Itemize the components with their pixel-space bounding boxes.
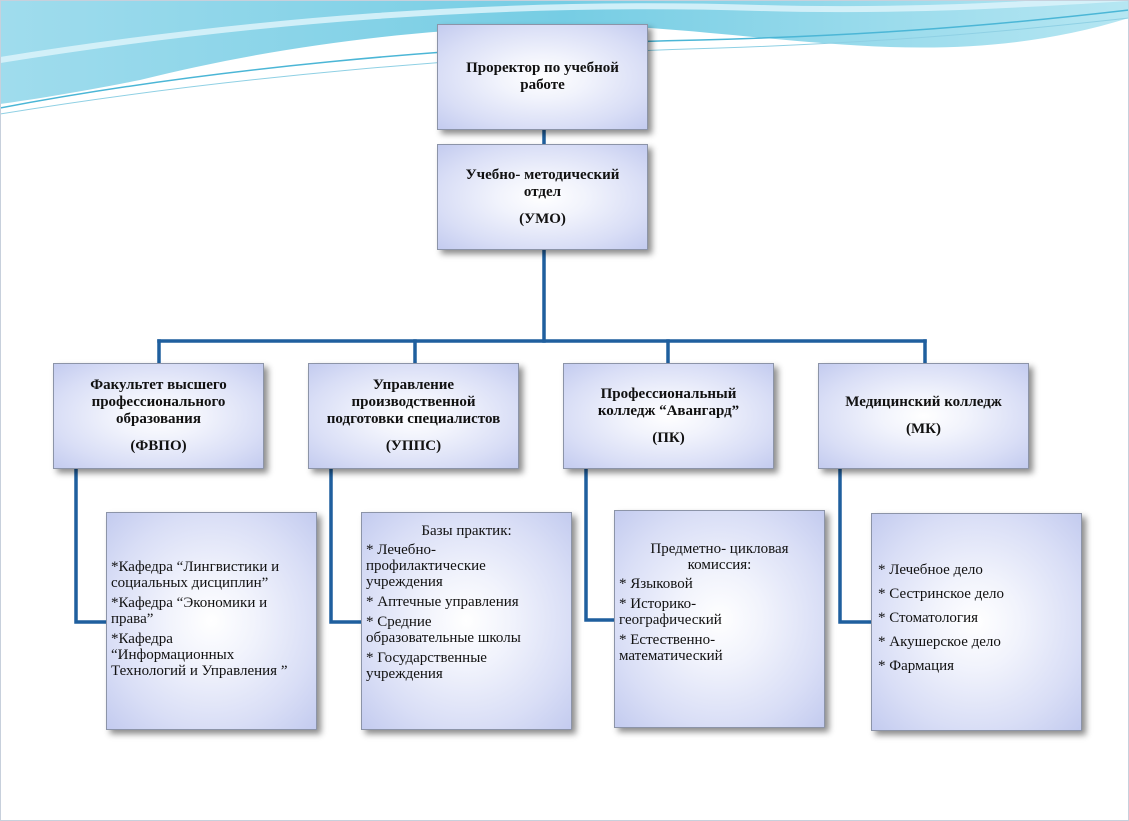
detail-item: * Государственные учреждения: [366, 650, 487, 682]
umo-box: Учебно- методический отдел (УМО): [437, 144, 648, 250]
detail-item: * Естественно- математический: [619, 632, 723, 664]
detail-item: * Фармация: [878, 658, 955, 674]
prorector-title: Проректор по учебной работе: [466, 60, 619, 93]
detail-item: * Акушерское дело: [878, 634, 1001, 650]
prorector-box: Проректор по учебной работе: [437, 24, 648, 130]
unit-mk-box: Медицинский колледж (МК): [818, 363, 1029, 469]
detail-item: * Лечебно- профилактические учреждения: [366, 542, 486, 590]
connector-detail-4: [838, 467, 874, 624]
unit-abbr: (УППС): [385, 438, 442, 454]
umo-title: Учебно- методический отдел: [465, 166, 620, 200]
unit-pk-box: Профессиональный колледж “Авангард” (ПК): [563, 363, 774, 469]
detail-item: * Стоматология: [878, 610, 979, 626]
detail-item: * Историко- географический: [619, 596, 722, 628]
detail-title: Базы практик:: [421, 523, 512, 539]
detail-item: * Аптечные управления: [366, 594, 519, 610]
detail-pk-box: Предметно- цикловая комиссия: * Языковой…: [614, 510, 825, 728]
detail-mk-box: * Лечебное дело * Сестринское дело * Сто…: [871, 513, 1082, 731]
detail-item: * Сестринское дело: [878, 586, 1004, 602]
unit-abbr: (ПК): [652, 429, 685, 446]
unit-title: Медицинский колледж: [845, 394, 1002, 410]
detail-item: * Лечебное дело: [878, 562, 983, 578]
connector-detail-1: [74, 467, 108, 624]
detail-item: * Средние образовательные школы: [366, 614, 521, 646]
unit-fvpo-box: Факультет высшего профессионального обра…: [53, 363, 264, 469]
connector-detail-2: [329, 467, 364, 624]
detail-item: *Кафедра “Информационных Технологий и Уп…: [111, 631, 288, 679]
wave-line-2: [0, 17, 1129, 115]
unit-title: Профессиональный колледж “Авангард”: [597, 385, 740, 419]
detail-item: *Кафедра “Лингвистики и социальных дисци…: [111, 559, 280, 591]
unit-title: Управление производственной подготовки с…: [326, 377, 501, 427]
detail-fvpo-box: *Кафедра “Лингвистики и социальных дисци…: [106, 512, 317, 730]
unit-title: Факультет высшего профессионального обра…: [90, 377, 227, 427]
detail-item: *Кафедра “Экономики и права”: [111, 595, 268, 627]
detail-upps-box: Базы практик: * Лечебно- профилактически…: [361, 512, 572, 730]
detail-title: Предметно- цикловая комиссия:: [650, 541, 789, 573]
unit-abbr: (ФВПО): [130, 438, 187, 454]
unit-abbr: (МК): [905, 421, 942, 437]
connector-detail-3: [584, 467, 617, 622]
unit-upps-box: Управление производственной подготовки с…: [308, 363, 519, 469]
umo-abbr: (УМО): [519, 210, 566, 227]
detail-item: * Языковой: [619, 576, 693, 592]
wave-highlight: [0, 0, 1129, 63]
